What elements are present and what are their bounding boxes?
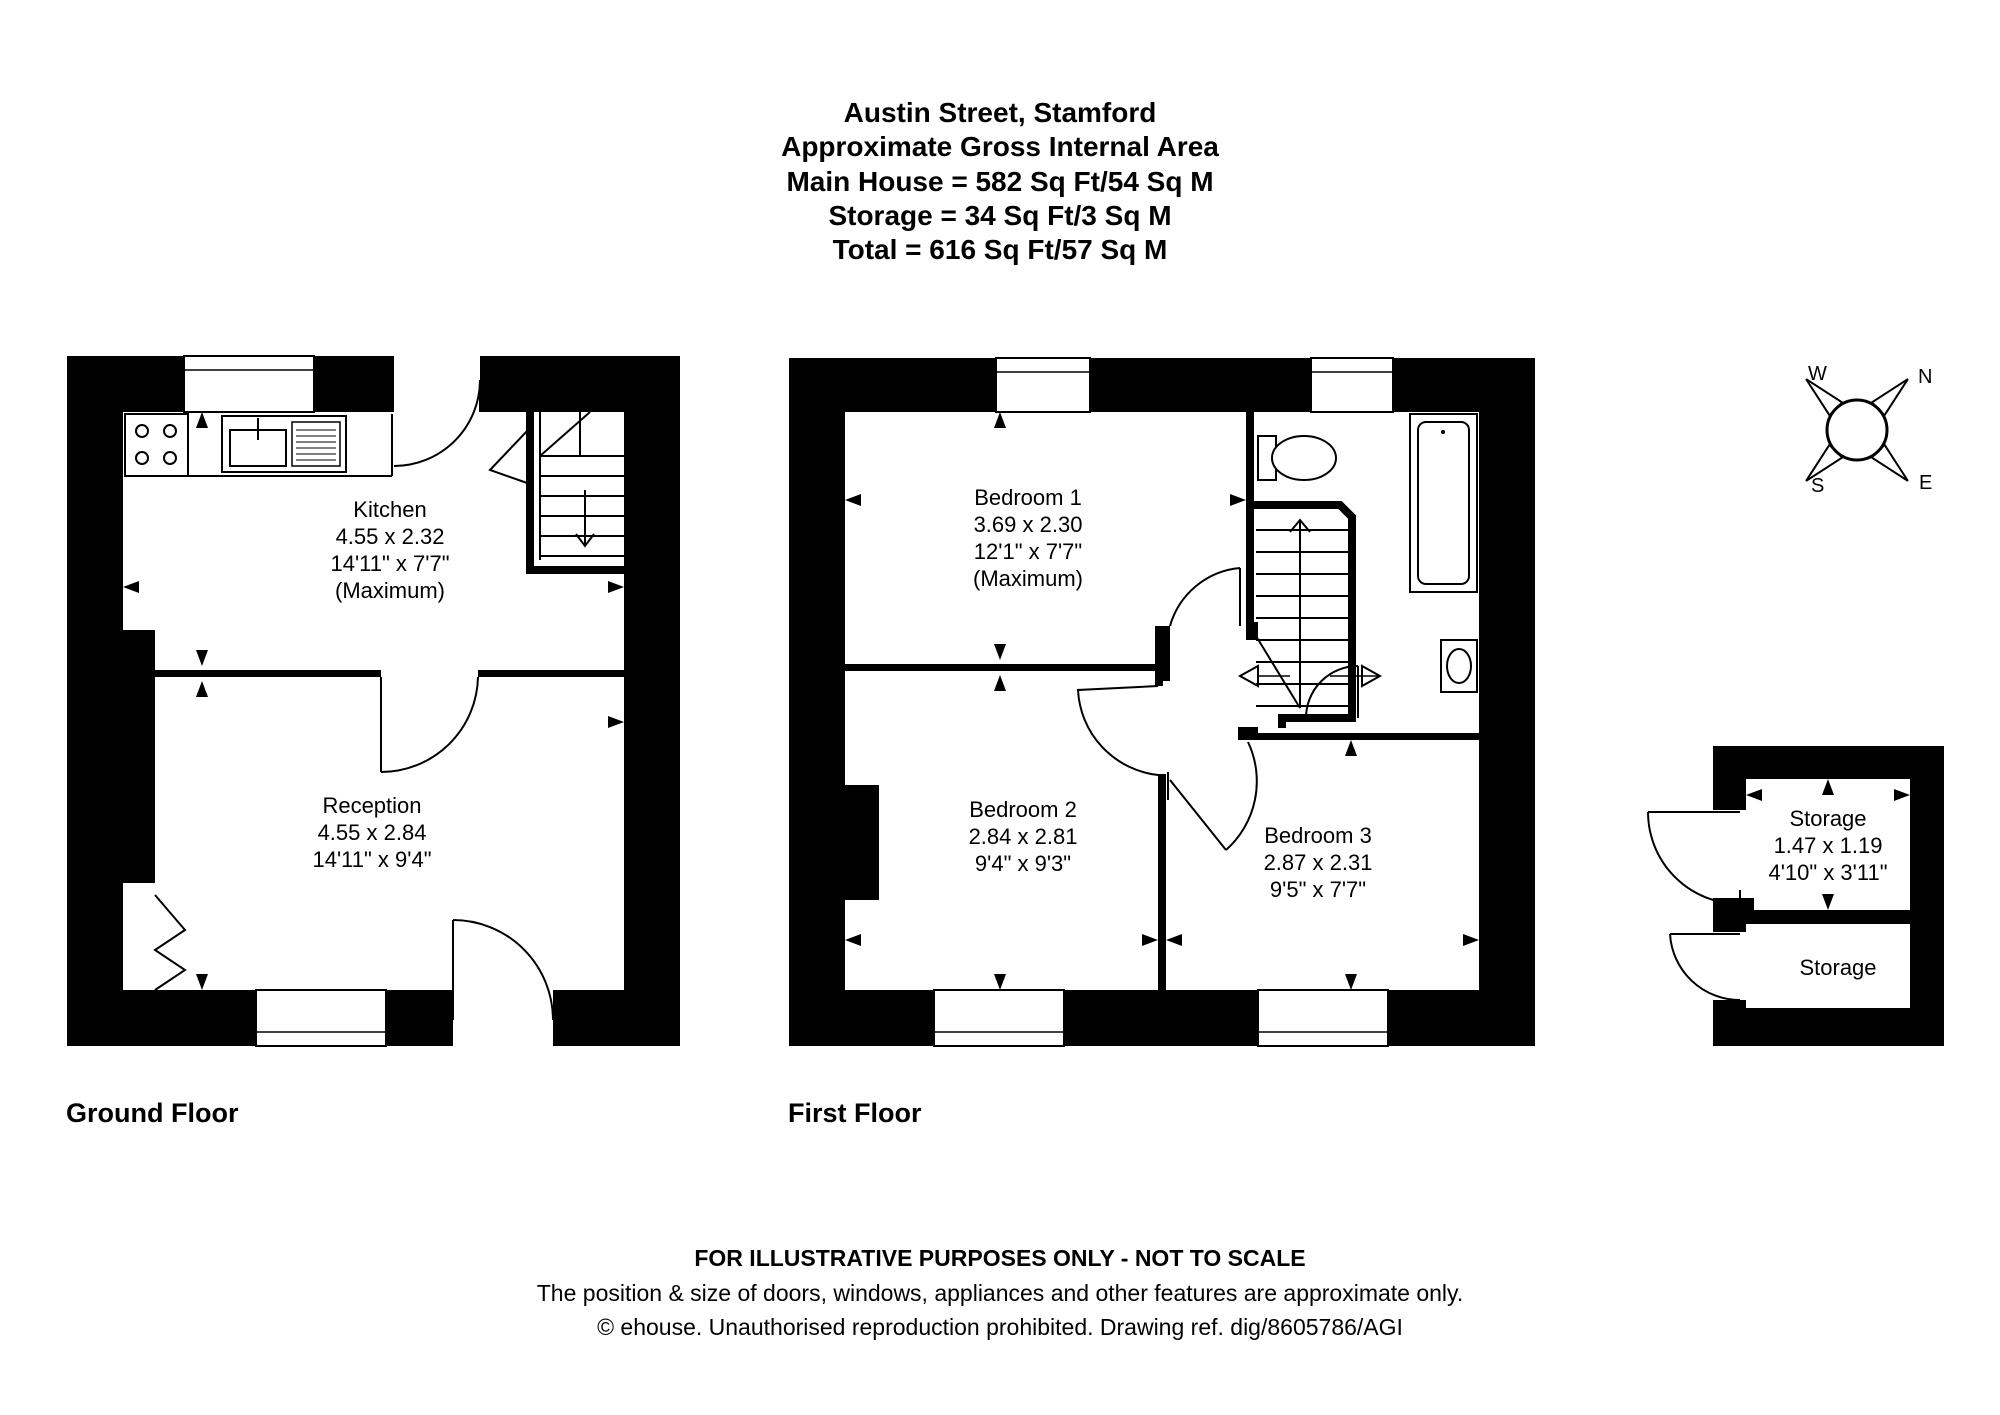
kitchen-reception-door bbox=[380, 676, 479, 773]
reception-metric: 4.55 x 2.84 bbox=[317, 820, 427, 845]
first-window-bath bbox=[1310, 357, 1394, 413]
storage1-metric: 1.47 x 1.19 bbox=[1773, 833, 1883, 858]
bedroom2-imperial: 9'4" x 9'3" bbox=[974, 851, 1072, 876]
plan-subtitle: Approximate Gross Internal Area bbox=[781, 131, 1219, 162]
room-bedroom3: Bedroom 3 2.87 x 2.31 9'5" x 7'7" bbox=[1208, 822, 1428, 903]
reception-name: Reception bbox=[322, 793, 422, 818]
reception-cupboard-doors bbox=[153, 894, 187, 991]
kitchen-name: Kitchen bbox=[353, 497, 427, 522]
kitchen-note: (Maximum) bbox=[335, 578, 445, 603]
bedroom1-name: Bedroom 1 bbox=[974, 485, 1082, 510]
sink-icon bbox=[221, 415, 347, 473]
storage-area: Storage = 34 Sq Ft/3 Sq M bbox=[828, 200, 1172, 231]
ground-floor-plan bbox=[67, 354, 680, 1048]
room-bedroom2: Bedroom 2 2.84 x 2.81 9'4" x 9'3" bbox=[913, 796, 1133, 877]
reception-imperial: 14'11" x 9'4" bbox=[312, 847, 432, 872]
compass-icon bbox=[1805, 378, 1909, 482]
disclaimer: FOR ILLUSTRATIVE PURPOSES ONLY - NOT TO … bbox=[694, 1245, 1306, 1271]
first-floor-plan bbox=[789, 357, 1535, 1047]
kitchen-metric: 4.55 x 2.32 bbox=[335, 524, 445, 549]
ground-dimension-arrows bbox=[123, 412, 624, 990]
first-window-bed2 bbox=[933, 989, 1065, 1047]
bath-icon bbox=[1409, 413, 1478, 593]
compass-n: N bbox=[1918, 366, 1932, 388]
first-interior-walls bbox=[1246, 412, 1254, 634]
bathroom-door bbox=[1305, 665, 1359, 719]
compass-w: W bbox=[1808, 363, 1827, 385]
ground-floor-label: Ground Floor bbox=[66, 1098, 239, 1128]
bedroom1-door bbox=[1169, 567, 1241, 627]
first-window-bed3 bbox=[1257, 989, 1389, 1047]
compass-s: S bbox=[1811, 475, 1824, 497]
bedroom2-name: Bedroom 2 bbox=[969, 797, 1077, 822]
ground-window-top bbox=[183, 355, 315, 413]
main-house-area: Main House = 582 Sq Ft/54 Sq M bbox=[786, 166, 1214, 197]
room-bedroom1: Bedroom 1 3.69 x 2.30 12'1" x 7'7" (Maxi… bbox=[918, 484, 1138, 592]
plan-title: Austin Street, Stamford bbox=[843, 97, 1157, 128]
bedroom2-metric: 2.84 x 2.81 bbox=[968, 824, 1078, 849]
storage-door-2 bbox=[1669, 933, 1741, 1002]
footer-note: The position & size of doors, windows, a… bbox=[536, 1280, 1464, 1306]
back-door-swing bbox=[393, 379, 481, 467]
hob-icon bbox=[124, 413, 189, 477]
bedroom3-door bbox=[1169, 741, 1258, 851]
copyright: © ehouse. Unauthorised reproduction proh… bbox=[597, 1314, 1403, 1340]
compass-e: E bbox=[1919, 472, 1932, 494]
basin-icon bbox=[1440, 639, 1478, 693]
bedroom1-imperial: 12'1" x 7'7" bbox=[973, 539, 1083, 564]
first-floor-stairs bbox=[1255, 518, 1348, 709]
ground-back-door-opening bbox=[394, 354, 480, 414]
bedroom1-metric: 3.69 x 2.30 bbox=[973, 512, 1083, 537]
room-kitchen: Kitchen 4.55 x 2.32 14'11" x 7'7" (Maxim… bbox=[280, 496, 500, 604]
bedroom3-name: Bedroom 3 bbox=[1264, 823, 1372, 848]
storage-walls bbox=[1713, 746, 1944, 1046]
toilet-icon bbox=[1257, 435, 1337, 481]
ground-window-bottom bbox=[255, 989, 387, 1047]
room-reception: Reception 4.55 x 2.84 14'11" x 9'4" bbox=[262, 792, 482, 873]
first-floor-label: First Floor bbox=[788, 1098, 922, 1128]
storage1-imperial: 4'10" x 3'11" bbox=[1768, 860, 1888, 885]
bedroom3-metric: 2.87 x 2.31 bbox=[1263, 850, 1373, 875]
total-area: Total = 616 Sq Ft/57 Sq M bbox=[832, 234, 1168, 265]
kitchen-imperial: 14'11" x 7'7" bbox=[330, 551, 450, 576]
first-dimension-arrows bbox=[845, 412, 1479, 990]
kitchen-stairs bbox=[488, 411, 624, 574]
bedroom3-imperial: 9'5" x 7'7" bbox=[1269, 877, 1367, 902]
storage-door-1 bbox=[1647, 811, 1741, 906]
bedroom1-note: (Maximum) bbox=[973, 566, 1083, 591]
first-window-bed1 bbox=[995, 357, 1091, 413]
room-storage1: Storage 1.47 x 1.19 4'10" x 3'11" bbox=[1738, 805, 1918, 886]
storage2-name: Storage bbox=[1799, 955, 1877, 980]
front-door-swing bbox=[452, 919, 554, 1021]
ground-interior-wall bbox=[155, 670, 381, 677]
storage1-name: Storage bbox=[1789, 806, 1867, 831]
bedroom2-door bbox=[1076, 685, 1159, 776]
storage-outbuilding bbox=[1647, 746, 1944, 1046]
room-storage2: Storage bbox=[1748, 954, 1928, 981]
ground-front-door-opening bbox=[453, 988, 553, 1048]
